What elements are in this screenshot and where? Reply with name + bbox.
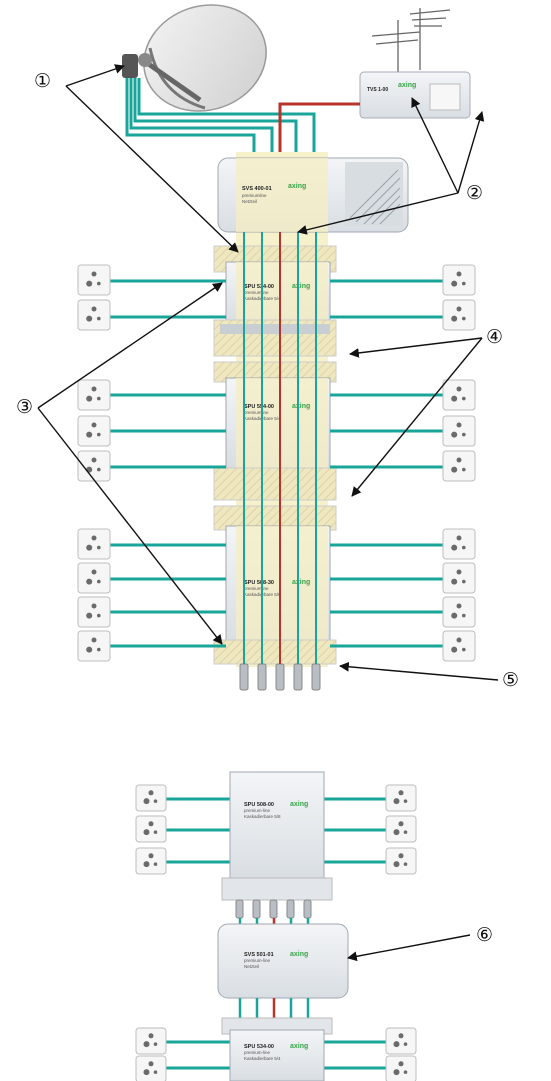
antenna-outlet-icon (442, 596, 476, 628)
multiswitch-1: SPU 534-00 premiumline Kaskadierbare 5/4… (213, 245, 337, 357)
switch2-line: premiumline (244, 410, 269, 415)
antenna-outlet-icon (135, 1055, 167, 1081)
label-3: ③ (16, 396, 33, 418)
terrestrial-antenna (371, 8, 451, 75)
brand-logo: axing (290, 1043, 308, 1050)
brand-logo: axing (292, 579, 310, 586)
switch1-line: premiumline (244, 290, 269, 295)
antenna-outlet-icon (385, 847, 417, 875)
lnb-cables (125, 78, 316, 152)
antenna-outlet-icon (442, 450, 476, 482)
switch5-model: SPU 534-00 (244, 1044, 274, 1050)
antenna-outlet-icon (442, 415, 476, 447)
switch2-model: SPU 554-00 (244, 404, 274, 410)
antenna-outlet-icon (442, 299, 476, 331)
antenna-outlet-icon (442, 528, 476, 560)
psu-top-line: premiumline (242, 193, 267, 198)
lnb-icon (122, 54, 138, 78)
terminators (239, 663, 321, 691)
multiswitch-3: SPU 508-30 premiumline Kaskadierbare 5/8… (213, 505, 337, 665)
label-2: ② (466, 182, 483, 204)
antenna-outlet-icon (385, 815, 417, 843)
brand-logo: axing (292, 283, 310, 290)
label-5: ⑤ (502, 669, 519, 691)
satellite-dish (122, 4, 267, 112)
switch3-model: SPU 508-30 (244, 580, 274, 586)
switch4-line: premium-line (244, 808, 271, 813)
antenna-outlet-icon (442, 562, 476, 594)
antenna-outlet-icon (385, 1027, 417, 1055)
tap-cables-lower (166, 797, 386, 1070)
terrestrial-amp-model: TVS 1-00 (367, 87, 388, 93)
antenna-outlet-icon (77, 450, 111, 482)
terrestrial-cable (278, 102, 360, 152)
antenna-outlet-icon (135, 847, 167, 875)
trunk-lines (243, 232, 317, 664)
switch1-model: SPU 534-00 (244, 284, 274, 290)
antenna-outlet-icon (77, 596, 111, 628)
psu-bottom-line: premium-line (244, 958, 271, 963)
antenna-outlet-icon (77, 562, 111, 594)
antenna-outlet-icon (442, 379, 476, 411)
label-4: ④ (486, 326, 503, 348)
antenna-outlet-icon (442, 264, 476, 296)
psu-top-model: SVS 400-01 (242, 186, 272, 192)
psu-bottom-model: SVS 501-01 (244, 952, 274, 958)
label-6: ⑥ (476, 924, 493, 946)
brand-logo: axing (290, 801, 308, 808)
antenna-outlet-icon (442, 630, 476, 662)
antenna-outlet-icon (77, 415, 111, 447)
antenna-outlets-lower (135, 784, 417, 1081)
switch5-line: premium-line (244, 1050, 271, 1055)
brand-logo: axing (290, 951, 308, 958)
antenna-outlet-icon (77, 264, 111, 296)
switch3-line: premiumline (244, 586, 269, 591)
antenna-outlet-icon (135, 784, 167, 812)
antenna-outlet-icon (135, 815, 167, 843)
psu-bottom-sub: Netzteil (244, 964, 259, 969)
brand-logo: axing (398, 82, 416, 89)
antenna-outlets-upper (77, 264, 476, 662)
antenna-outlet-icon (135, 1027, 167, 1055)
terrestrial-amplifier: TVS 1-00 axing (359, 71, 471, 119)
tap-cables-upper (110, 279, 443, 648)
multiswitch-4: SPU 508-00 premium-line Kaskadierbare 5/… (221, 771, 333, 919)
switch4-sub: Kaskadierbare 5/8 (244, 814, 281, 819)
switch4-model: SPU 508-00 (244, 802, 274, 808)
antenna-outlet-icon (385, 1055, 417, 1081)
brand-logo: axing (292, 403, 310, 410)
brand-logo: axing (288, 183, 306, 190)
switch5-sub: Kaskadierbare 5/4 (244, 1056, 281, 1061)
antenna-outlet-icon (77, 299, 111, 331)
multiswitch-5: SPU 534-00 premium-line Kaskadierbare 5/… (221, 1017, 333, 1081)
psu-top-sub: Netzteil (242, 199, 257, 204)
power-supply-bottom: SVS 501-01 premium-line Netzteil axing (217, 923, 349, 999)
antenna-outlet-icon (77, 379, 111, 411)
antenna-outlet-icon (385, 784, 417, 812)
power-supply-top: SVS 400-01 premiumline Netzteil axing (217, 157, 409, 233)
antenna-outlet-icon (77, 630, 111, 662)
multiswitch-2: SPU 554-00 premiumline Kaskadierbare 5/4… (213, 361, 337, 501)
callout-arrows (37, 64, 499, 962)
label-1: ① (34, 70, 51, 92)
antenna-outlet-icon (77, 528, 111, 560)
